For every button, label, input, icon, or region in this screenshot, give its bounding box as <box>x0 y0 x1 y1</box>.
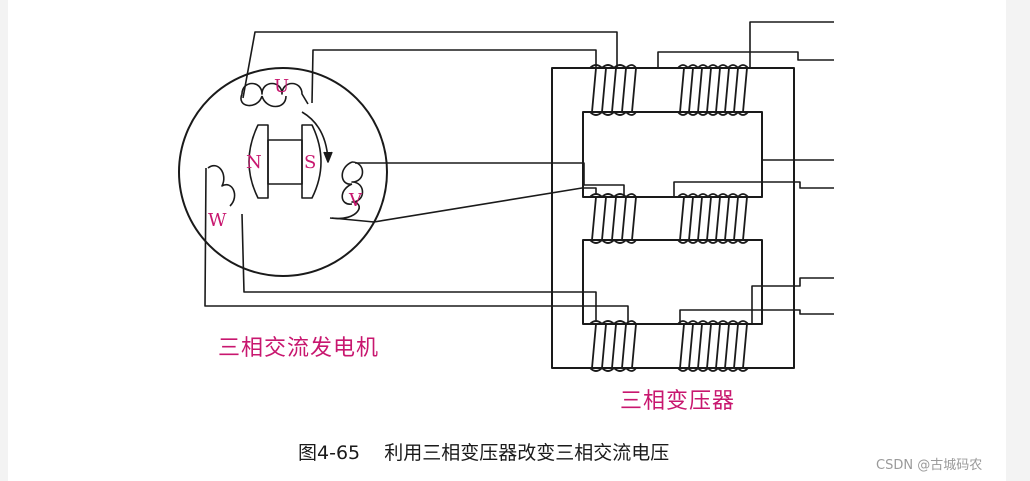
lead-v-b <box>331 187 597 223</box>
generator-label: 三相交流发电机 <box>218 336 380 361</box>
winding-v-loop <box>341 161 353 205</box>
rotor-pole-s <box>301 124 322 199</box>
label-phase-u: U <box>274 76 289 97</box>
winding-v <box>329 161 364 220</box>
generator <box>178 67 388 277</box>
figure-caption: 图4-65 利用三相变压器改变三相交流电压 <box>298 442 670 464</box>
primary-coil-top <box>589 64 637 116</box>
output-leads <box>657 21 834 324</box>
secondary-coil-top <box>677 64 749 116</box>
core-window-bottom <box>582 239 763 325</box>
primary-coils <box>589 64 637 372</box>
winding-u <box>241 82 309 105</box>
out-top-b <box>657 51 834 68</box>
label-pole-n: N <box>246 152 262 173</box>
primary-coil-bottom <box>589 320 637 372</box>
transformer-label: 三相变压器 <box>620 389 736 414</box>
lead-w-a <box>204 167 629 322</box>
lead-u-a <box>242 31 618 99</box>
out-top-a <box>749 21 834 68</box>
lead-w-b <box>241 213 597 322</box>
out-mid-b <box>673 181 834 197</box>
label-pole-s: S <box>304 152 316 173</box>
label-phase-w: W <box>208 210 227 231</box>
rotor-core <box>267 139 303 185</box>
out-mid-a <box>750 159 834 198</box>
rotor-pole-n <box>248 124 269 199</box>
secondary-coil-middle <box>677 193 749 244</box>
core-outer <box>551 67 795 369</box>
winding-u-loop <box>240 93 287 108</box>
transformer-core <box>551 67 795 369</box>
secondary-coils <box>677 64 749 372</box>
figure-sheet <box>8 0 1006 481</box>
core-window-top <box>582 111 763 198</box>
label-phase-v: V <box>348 190 363 211</box>
lead-u-b <box>311 49 597 104</box>
generator-stator-circle <box>178 67 388 277</box>
watermark: CSDN @古城码农 <box>876 458 983 473</box>
rotation-arrow-head <box>323 151 333 163</box>
winding-w <box>207 164 236 207</box>
generator-leads <box>204 31 629 322</box>
secondary-coil-bottom <box>677 320 749 372</box>
primary-coil-middle <box>589 193 637 244</box>
out-bot-b <box>679 309 834 324</box>
out-bot-a <box>751 277 834 324</box>
